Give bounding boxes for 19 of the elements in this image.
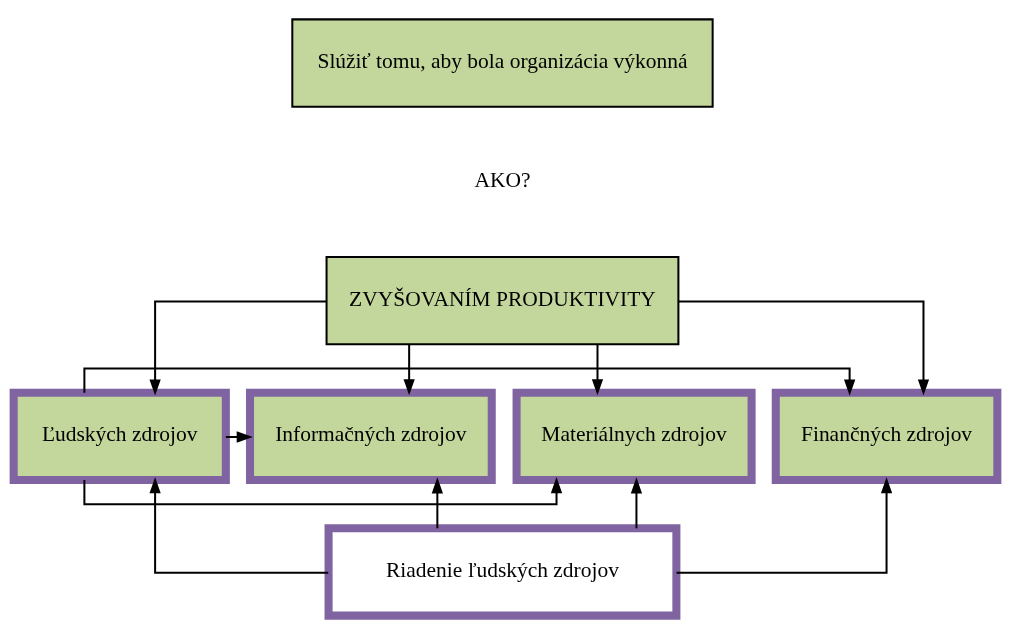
arrow: [678, 300, 930, 396]
arrow: [630, 477, 643, 529]
arrow: [431, 477, 443, 529]
node-box: Ľudských zdrojov: [9, 388, 230, 484]
node-box: ZVYŠOVANÍM PRODUKTIVITY: [325, 256, 680, 346]
arrow: [225, 431, 253, 443]
arrow: [403, 344, 415, 396]
node-box: Materiálnych zdrojov: [512, 388, 756, 484]
node-box: Finančných zdrojov: [771, 388, 1002, 484]
arrow: [676, 477, 893, 574]
arrow: [149, 477, 329, 574]
node-box: Informačných zdrojov: [246, 388, 496, 484]
arrow: [591, 344, 604, 396]
label: AKO?: [474, 167, 531, 192]
arrow: [83, 477, 563, 506]
arrow: [149, 300, 327, 396]
arrow: [83, 367, 856, 396]
node-box: Riadenie ľudských zdrojov: [324, 524, 681, 620]
node-box: Slúžiť tomu, aby bola organizácia výkonná: [291, 18, 714, 108]
